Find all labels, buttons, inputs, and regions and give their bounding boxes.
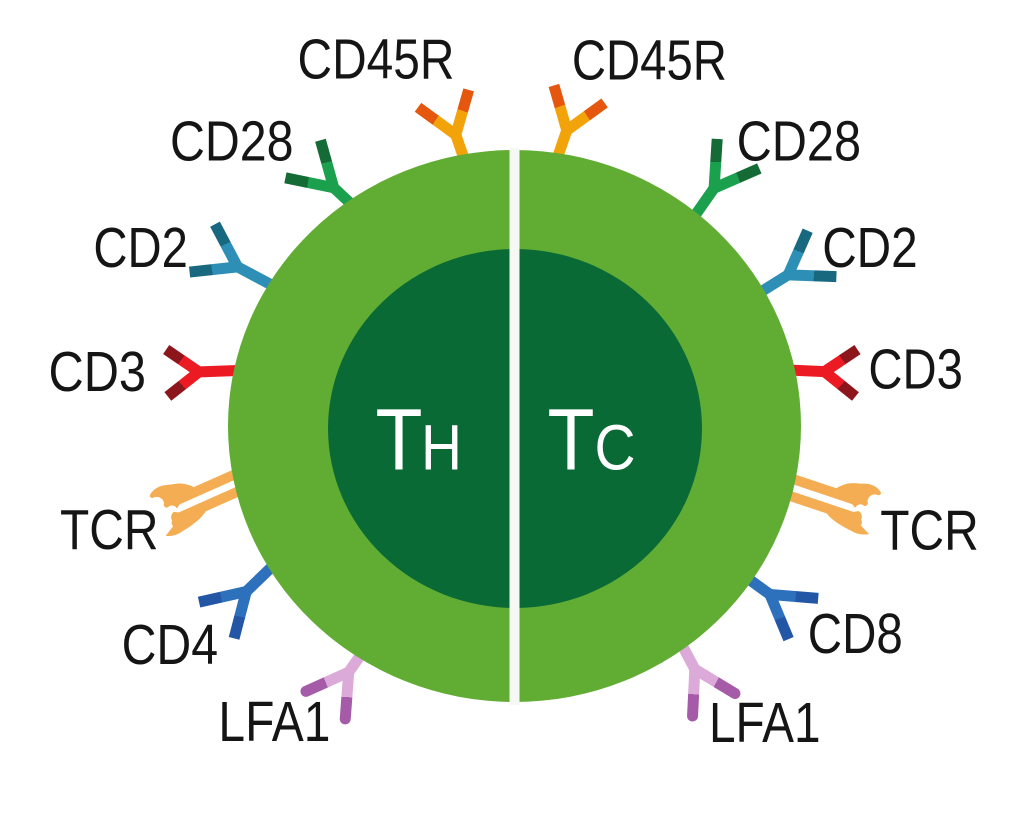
svg-text:TCR: TCR <box>60 498 159 562</box>
svg-text:CD45R: CD45R <box>298 28 455 92</box>
svg-text:CD8: CD8 <box>808 602 903 666</box>
svg-text:LFA1: LFA1 <box>709 691 821 755</box>
svg-text:CD3: CD3 <box>868 338 963 402</box>
svg-text:CD2: CD2 <box>822 216 918 280</box>
svg-text:T: T <box>548 392 595 489</box>
svg-text:H: H <box>421 412 462 484</box>
svg-text:CD45R: CD45R <box>572 29 727 93</box>
svg-text:CD28: CD28 <box>170 110 294 174</box>
svg-text:CD3: CD3 <box>49 340 147 404</box>
svg-text:CD28: CD28 <box>737 110 862 174</box>
svg-text:CD2: CD2 <box>93 216 187 280</box>
svg-text:TCR: TCR <box>880 499 979 563</box>
svg-text:C: C <box>595 412 636 484</box>
svg-text:T: T <box>376 392 423 489</box>
svg-text:LFA1: LFA1 <box>218 690 330 754</box>
svg-text:CD4: CD4 <box>122 613 219 677</box>
